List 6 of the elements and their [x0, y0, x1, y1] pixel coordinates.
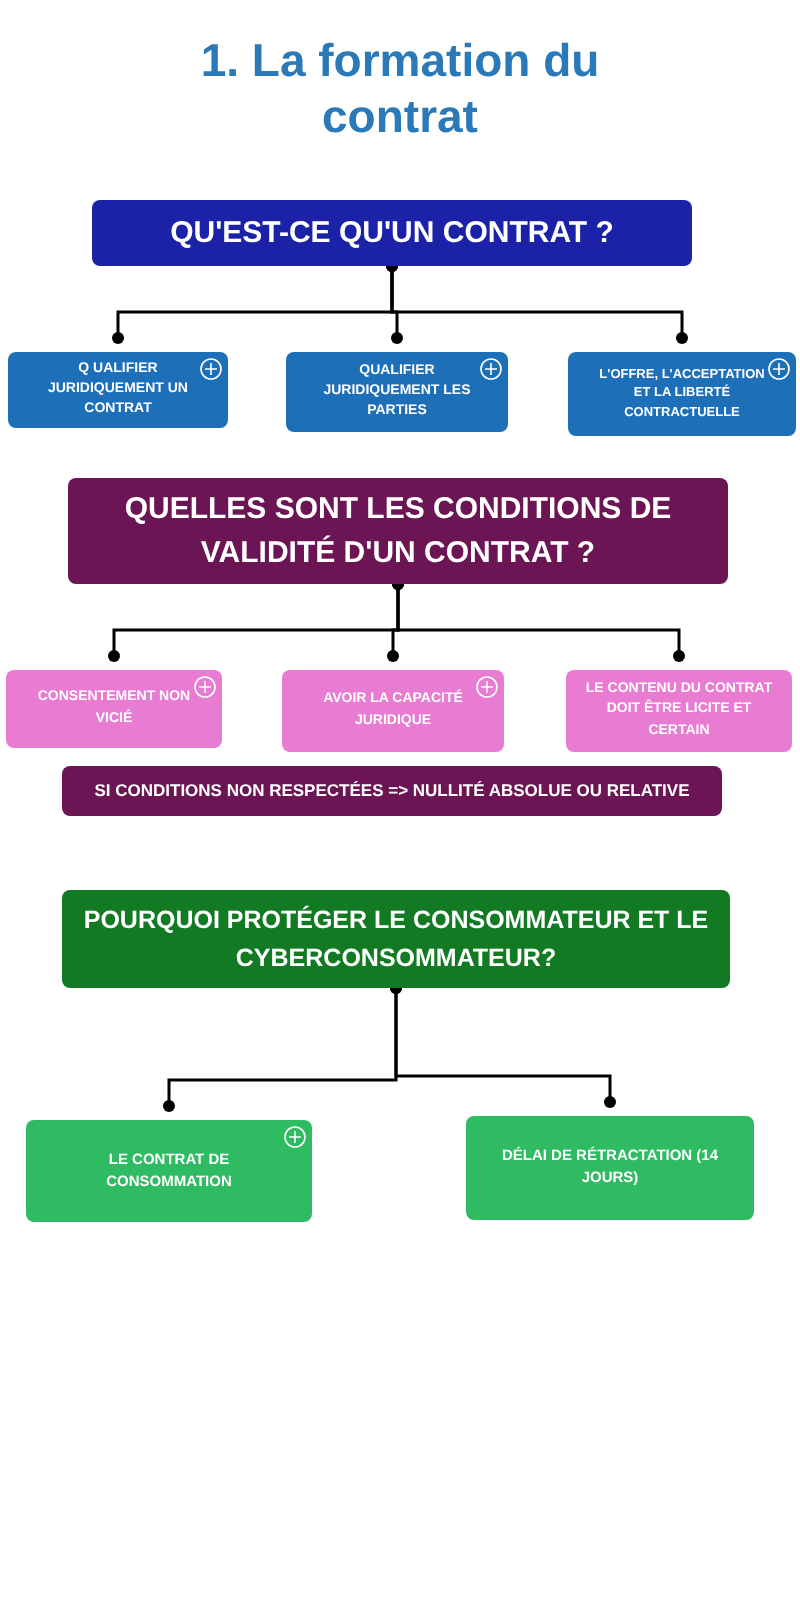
- heading-box: POURQUOI PROTÉGER LE CONSOMMATEUR ET LE CYBERCONSOMMATEUR?: [62, 890, 730, 988]
- heading-box: QUELLES SONT LES CONDITIONS DE VALIDITÉ D'UN CONTRAT ?: [68, 478, 728, 584]
- connector-line: [390, 982, 616, 1108]
- heading-box: SI CONDITIONS NON RESPECTÉES => NULLITÉ ABSOLUE OU RELATIVE: [62, 766, 722, 816]
- heading-box: QU'EST-CE QU'UN CONTRAT ?: [92, 200, 692, 266]
- diagram-title: 1. La formation du contrat: [198, 32, 602, 144]
